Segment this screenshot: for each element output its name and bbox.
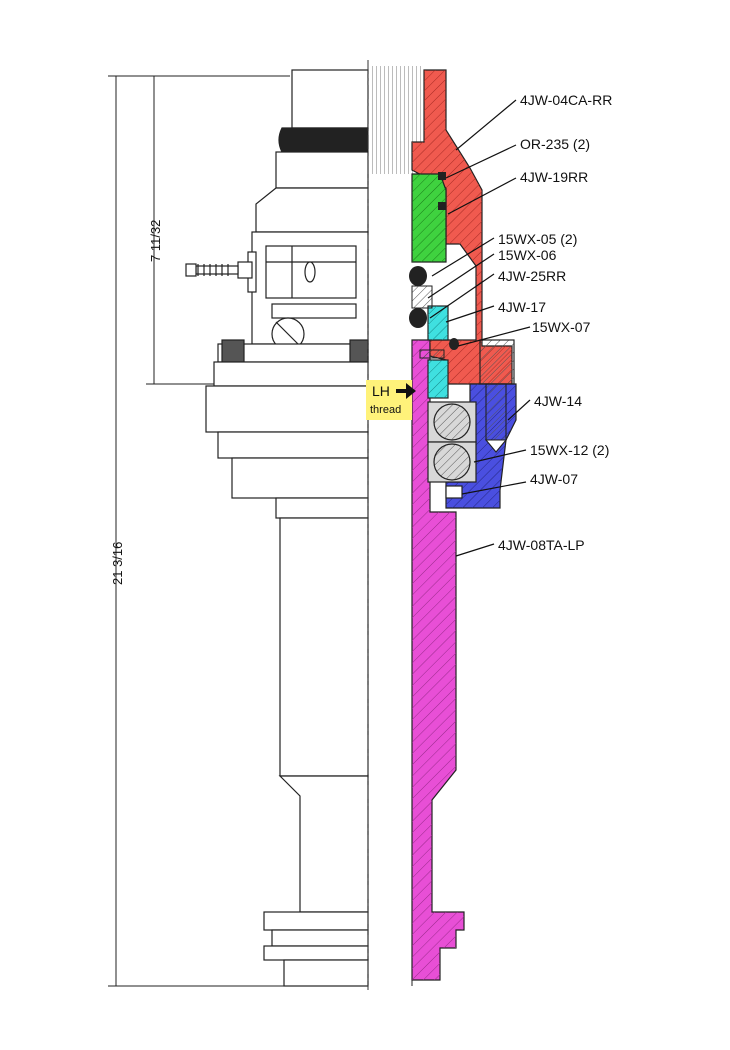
callout-15wx-12: 15WX-12 (2) [530, 442, 609, 458]
callout-labels: 4JW-04CA-RR OR-235 (2) 4JW-19RR 15WX-05 … [498, 92, 612, 553]
part-15wx-06 [411, 285, 433, 309]
part-or-235 [438, 172, 446, 210]
arrow-right-icon [396, 383, 416, 399]
callout-4jw-07: 4JW-07 [530, 471, 578, 487]
upper-length-label: 7 11/32 [148, 220, 163, 262]
thread-label: thread [370, 404, 401, 416]
lh-thread-note: LH thread [366, 380, 416, 420]
callout-4jw-17: 4JW-17 [498, 299, 546, 315]
callout-15wx-05: 15WX-05 (2) [498, 231, 577, 247]
callout-4jw-25rr: 4JW-25RR [498, 268, 566, 284]
part-15wx-12 [427, 401, 477, 483]
callout-15wx-06: 15WX-06 [498, 247, 557, 263]
part-4jw-17 [427, 359, 449, 399]
part-4jw-07 [445, 485, 463, 499]
callout-or-235: OR-235 (2) [520, 136, 590, 152]
part-4jw-19rr [411, 173, 447, 263]
part-4jw-25rr [427, 305, 449, 341]
cap-screw [479, 339, 515, 453]
lh-label: LH [372, 383, 390, 399]
callout-15wx-07: 15WX-07 [532, 319, 591, 335]
callout-4jw-08ta-lp: 4JW-08TA-LP [498, 537, 585, 553]
dimension-upper: 7 11/32 [146, 76, 216, 385]
callout-4jw-14: 4JW-14 [534, 393, 582, 409]
part-retaining-ring [419, 349, 445, 359]
dimension-overall: 21 3/16 [108, 75, 362, 987]
part-4jw-08ta-lp [411, 339, 465, 981]
external-view [185, 69, 369, 987]
part-15wx-07 [449, 338, 459, 350]
leader-lines [427, 99, 531, 557]
callout-4jw-04ca-rr: 4JW-04CA-RR [520, 92, 612, 108]
part-15wx-05 [409, 266, 427, 328]
callout-4jw-19rr: 4JW-19RR [520, 169, 588, 185]
overall-length-label: 21 3/16 [110, 542, 125, 585]
